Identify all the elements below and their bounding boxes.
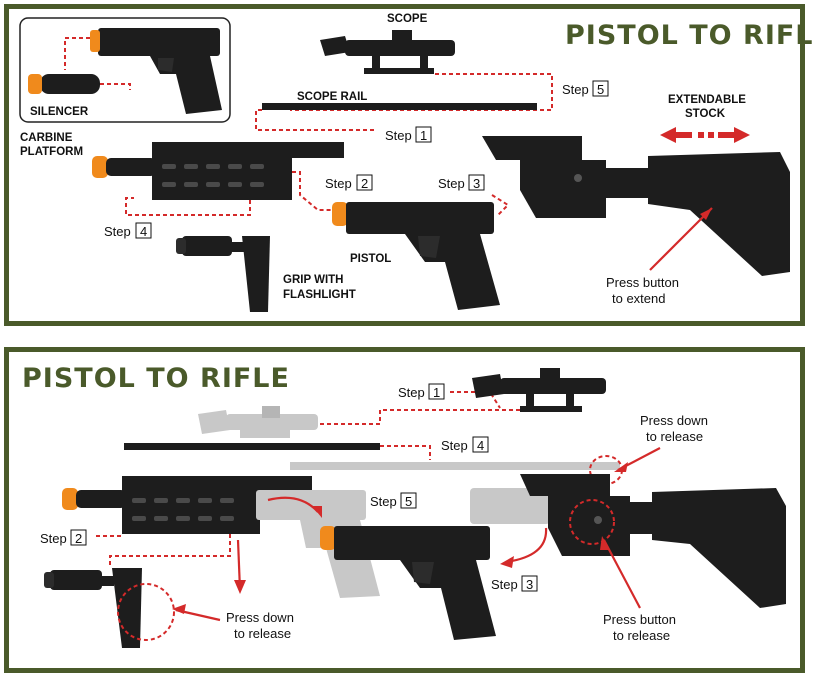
svg-text:Step: Step <box>398 385 425 400</box>
stock-press-arrow <box>649 207 713 271</box>
ghost-scope-icon <box>198 406 318 438</box>
pistol-label: PISTOL <box>350 253 391 265</box>
top-step-2: Step 2 <box>325 174 373 191</box>
ghost-rail <box>290 462 620 470</box>
b-grip-connector <box>109 534 231 568</box>
grip-flashlight-icon <box>176 236 270 312</box>
ghost-scope-connector <box>320 409 520 425</box>
inset-pistol <box>90 28 222 114</box>
press-button-arrow <box>603 539 641 609</box>
arrow-head-icon <box>614 462 628 472</box>
svg-text:Step: Step <box>438 176 465 191</box>
b-pistol-icon <box>320 526 496 640</box>
bottom-step-3: Step 3 <box>491 575 538 592</box>
svg-text:Step: Step <box>491 577 518 592</box>
arrow-head-icon <box>234 580 246 594</box>
silencer-connector <box>64 37 90 70</box>
svg-text:2: 2 <box>75 531 82 546</box>
rail-connector <box>255 109 370 131</box>
svg-text:4: 4 <box>140 224 147 239</box>
svg-text:Step: Step <box>325 176 352 191</box>
step4-connector <box>125 197 251 216</box>
svg-text:1: 1 <box>420 128 427 143</box>
b-grip-flashlight-icon <box>44 568 142 648</box>
svg-text:4: 4 <box>477 438 484 453</box>
grip-label-2: FLASHLIGHT <box>283 289 356 301</box>
svg-text:Step: Step <box>104 224 131 239</box>
press-down-top-2: to release <box>646 429 703 444</box>
press-down-top-1: Press down <box>640 413 708 428</box>
svg-text:Step: Step <box>385 128 412 143</box>
svg-text:Step: Step <box>441 438 468 453</box>
svg-text:1: 1 <box>433 385 440 400</box>
press-button-1: Press button <box>603 612 676 627</box>
top-step-1: Step 1 <box>385 126 432 143</box>
carbine-label-2: PLATFORM <box>20 146 83 158</box>
b-carbine-platform-icon <box>62 476 312 534</box>
b-rail-connector <box>380 445 431 460</box>
press-down-bottom-2: to release <box>234 626 291 641</box>
b-scope-icon <box>472 368 606 412</box>
silencer-connector-2 <box>100 83 131 90</box>
svg-text:Step: Step <box>562 82 589 97</box>
top-step-4: Step 4 <box>104 222 152 239</box>
arrow-head-icon <box>600 536 610 550</box>
grip-label-1: GRIP WITH <box>283 274 343 286</box>
b-scope-rail <box>124 443 380 450</box>
step3-curve-arrow <box>505 527 548 564</box>
bottom-title: PISTOL TO RIFLE <box>22 363 290 394</box>
pistol-icon <box>332 202 500 310</box>
press-extend-1: Press button <box>606 275 679 290</box>
top-step-5: Step 5 <box>562 80 609 97</box>
scope-icon <box>320 30 455 74</box>
top-step-3: Step 3 <box>438 174 485 191</box>
carbine-platform-icon <box>92 142 344 200</box>
step2-connector <box>292 171 336 211</box>
scope-rail <box>262 103 537 110</box>
arrow-head-icon <box>700 208 712 220</box>
bottom-step-2: Step 2 <box>40 529 87 546</box>
scope-rail-label: SCOPE RAIL <box>297 91 367 103</box>
b-step1-connector <box>450 391 501 409</box>
bottom-step-1: Step 1 <box>398 383 445 400</box>
stock-release-circle <box>569 499 615 545</box>
arrow-head-icon <box>312 506 322 518</box>
scope-label: SCOPE <box>387 13 428 25</box>
svg-text:Step: Step <box>40 531 67 546</box>
press-extend-2: to extend <box>612 291 666 306</box>
b-stock-icon <box>470 474 786 608</box>
stock-icon <box>482 136 790 276</box>
stock-label-1: EXTENDABLE <box>668 94 746 106</box>
svg-text:3: 3 <box>473 176 480 191</box>
grip-release-circle <box>117 583 175 641</box>
silencer-icon <box>28 74 100 94</box>
svg-text:5: 5 <box>597 82 604 97</box>
step3-connector <box>491 194 510 216</box>
svg-text:5: 5 <box>405 494 412 509</box>
double-arrow-icon <box>660 127 750 143</box>
arrow-head-icon <box>500 556 514 568</box>
svg-text:Step: Step <box>370 494 397 509</box>
svg-text:3: 3 <box>526 577 533 592</box>
press-button-2: to release <box>613 628 670 643</box>
top-title: PISTOL TO RIFLE <box>565 20 813 51</box>
arrow-head-icon <box>172 604 186 614</box>
bottom-step-4: Step 4 <box>441 436 489 453</box>
svg-text:2: 2 <box>361 176 368 191</box>
stock-label-2: STOCK <box>685 108 726 120</box>
carbine-label-1: CARBINE <box>20 132 73 144</box>
silencer-label: SILENCER <box>30 106 89 118</box>
press-down-bottom-1: Press down <box>226 610 294 625</box>
bottom-step-5: Step 5 <box>370 492 417 509</box>
